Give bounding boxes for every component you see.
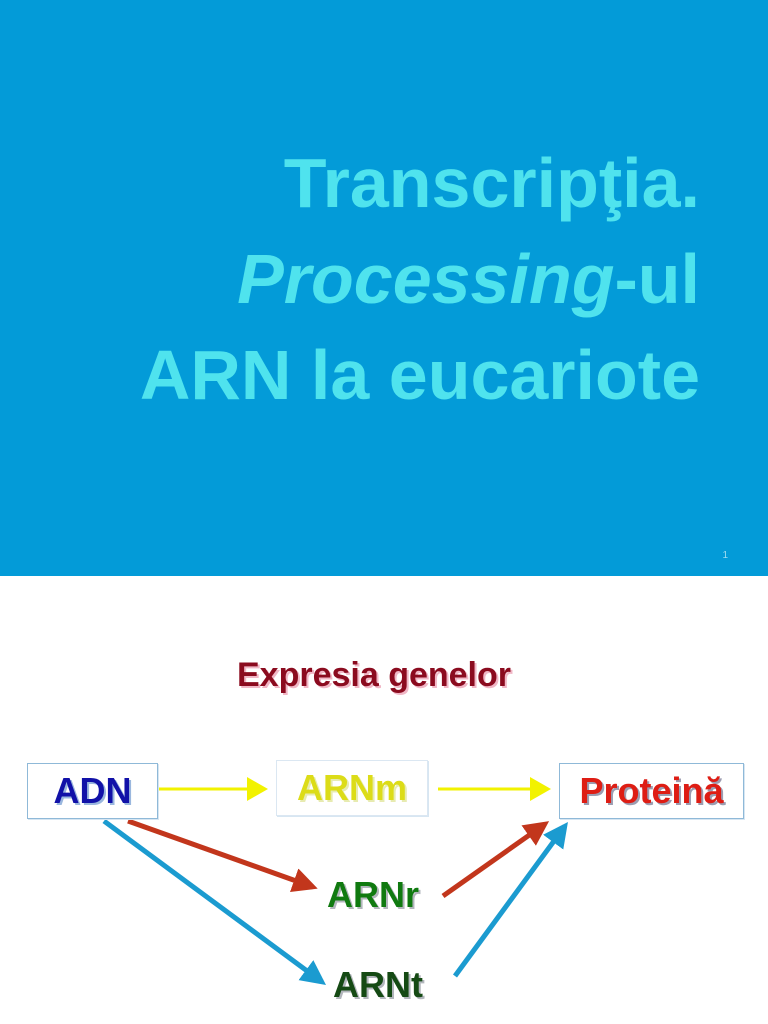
node-adn: ADN xyxy=(27,763,158,819)
title-suffix: -ul xyxy=(614,240,700,318)
arrow-adn-to-arnt xyxy=(102,818,327,985)
slide-title: Transcripţia. Processing-ul ARN la eucar… xyxy=(10,135,700,423)
node-proteina: Proteină xyxy=(559,763,744,819)
title-line-2: Processing-ul xyxy=(10,231,700,327)
title-slide: Transcripţia. Processing-ul ARN la eucar… xyxy=(0,0,768,576)
node-arnr: ARNr xyxy=(327,874,420,915)
node-arnt: ARNt xyxy=(333,964,423,1005)
node-arnm: ARNm xyxy=(276,760,428,816)
diagram-title: Expresia genelor xyxy=(236,656,511,694)
slide-page-number: 1 xyxy=(722,550,728,561)
arrow-adn-to-arnr xyxy=(127,818,318,893)
title-line-3: ARN la eucariote xyxy=(139,336,700,414)
arrow-arnt-to-proteina xyxy=(452,821,568,978)
gene-expression-slide: Expresia genelor ADN ARNm Proteină ARNr … xyxy=(0,576,768,1024)
title-processing-italic: Processing xyxy=(237,240,615,318)
title-line-1: Transcripţia. xyxy=(283,144,700,222)
diagram-arrows xyxy=(102,777,568,985)
arrow-arnr-to-proteina xyxy=(441,821,550,899)
